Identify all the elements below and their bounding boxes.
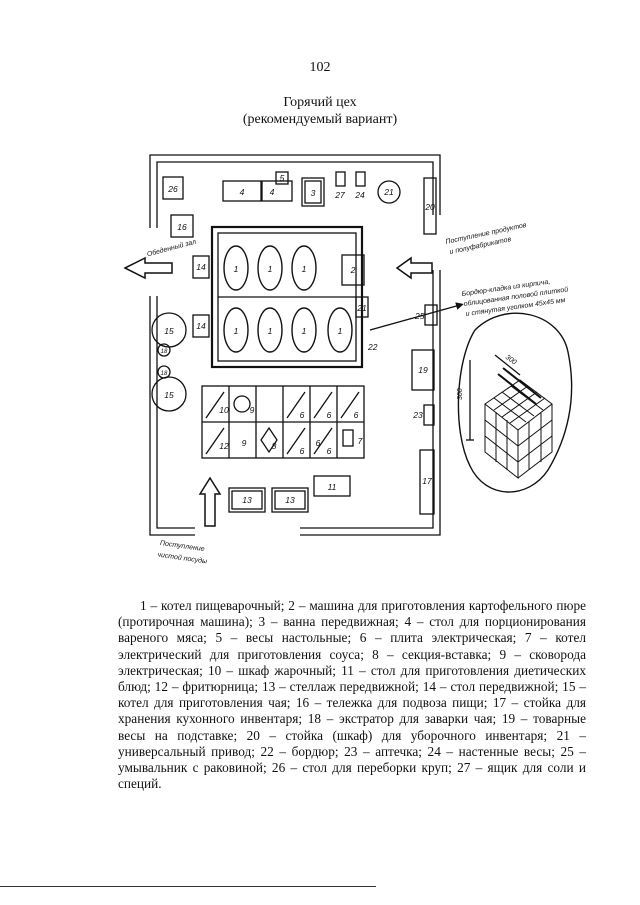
item-24	[355, 171, 366, 187]
label-4b: 4	[270, 187, 275, 197]
item-13a	[228, 487, 266, 513]
item-4a	[222, 180, 262, 202]
item-7	[342, 429, 354, 447]
label-9a: 9	[250, 405, 255, 415]
label-6a: 6	[300, 410, 305, 420]
item-19	[411, 349, 435, 391]
label-17: 17	[422, 476, 432, 486]
kettle-7	[327, 307, 353, 353]
page-number: 102	[309, 60, 331, 75]
label-21b: 21	[356, 303, 367, 313]
kettle-1	[223, 245, 249, 291]
label-kettle: 1	[268, 326, 273, 336]
title-line-2: (рекомендуемый вариант)	[242, 112, 398, 127]
label-kettle: 1	[234, 264, 239, 274]
kettle-3	[291, 245, 317, 291]
item-21b	[355, 296, 369, 318]
item-14a	[192, 255, 210, 279]
label-kettle: 1	[234, 326, 239, 336]
label-18b: 18	[161, 371, 168, 377]
label-7: 7	[358, 436, 363, 446]
item-13b	[271, 487, 309, 513]
item-5	[275, 171, 289, 185]
kettle-2	[257, 245, 283, 291]
border-detail	[457, 312, 573, 493]
label-2: 2	[350, 265, 356, 275]
kettle-5	[257, 307, 283, 353]
label-dining-hall: Обеденный зал	[146, 238, 197, 259]
footnote-divider	[0, 886, 376, 887]
label-kettle: 1	[302, 326, 307, 336]
item-2	[341, 254, 365, 286]
label-26: 26	[167, 184, 178, 194]
label-clean-dishes-2: чистой посуды	[157, 551, 209, 566]
label-clean-dishes-1: Поступление	[159, 540, 205, 553]
label-6e: 6	[327, 446, 332, 456]
label-9b: 9	[242, 438, 247, 448]
item-15b	[151, 376, 187, 412]
kettle-6	[291, 307, 317, 353]
label-14b: 14	[196, 321, 206, 331]
label-15b: 15	[164, 390, 174, 400]
label-10: 10	[219, 405, 229, 415]
label-25: 25	[414, 311, 425, 321]
label-6c: 6	[354, 410, 359, 420]
item-25	[424, 304, 438, 326]
label-23: 23	[412, 410, 423, 420]
label-14a: 14	[196, 262, 206, 272]
arrow-supply	[395, 256, 433, 280]
legend-text: 1 – котел пищеварочный; 2 – машина для п…	[118, 598, 586, 792]
kettle-4	[223, 307, 249, 353]
label-6b: 6	[327, 410, 332, 420]
label-16: 16	[177, 222, 187, 232]
item-17	[419, 449, 435, 515]
label-24: 24	[354, 190, 365, 200]
label-18a: 18	[161, 349, 168, 355]
label-kettle: 1	[302, 264, 307, 274]
label-4a: 4	[240, 187, 245, 197]
wall-top	[149, 154, 441, 228]
kitchen-floor-plan: 1 1 1 1 1 1 1 26 4 4 5 3 27 24 21 20 16 …	[123, 154, 573, 566]
item-14b	[192, 314, 210, 338]
label-13b: 13	[285, 495, 295, 505]
item-9a	[233, 395, 251, 413]
label-6f: 6	[316, 438, 321, 448]
item-26	[162, 176, 184, 200]
item-21a	[377, 180, 401, 204]
arrow-clean-dishes	[198, 476, 222, 527]
item-23	[423, 404, 435, 426]
page-title: Горячий цех (рекомендуемый вариант)	[0, 94, 640, 128]
item-27	[335, 171, 346, 187]
item-8	[260, 426, 278, 454]
label-5: 5	[280, 173, 285, 183]
label-11: 11	[328, 482, 337, 492]
item-20	[423, 177, 437, 235]
label-15a: 15	[164, 326, 174, 336]
label-3: 3	[311, 188, 316, 198]
label-20: 20	[424, 202, 435, 212]
label-12: 12	[219, 441, 229, 451]
label-19: 19	[418, 365, 428, 375]
label-6d: 6	[300, 446, 305, 456]
item-18a	[157, 343, 171, 357]
label-22: 22	[367, 342, 378, 352]
item-16	[170, 214, 194, 238]
item-4b	[261, 180, 293, 202]
wall-left	[149, 296, 195, 536]
item-11	[313, 475, 351, 497]
title-line-1: Горячий цех	[283, 95, 357, 110]
tile-grid-icon	[484, 367, 553, 480]
item-3	[301, 177, 325, 207]
label-8: 8	[272, 441, 277, 451]
label-dim-300b: 300	[457, 388, 464, 400]
label-kettle: 1	[338, 326, 343, 336]
label-21a: 21	[383, 187, 394, 197]
label-13a: 13	[242, 495, 252, 505]
label-kettle: 1	[268, 264, 273, 274]
arrow-to-dining	[123, 256, 173, 280]
label-27: 27	[334, 190, 345, 200]
